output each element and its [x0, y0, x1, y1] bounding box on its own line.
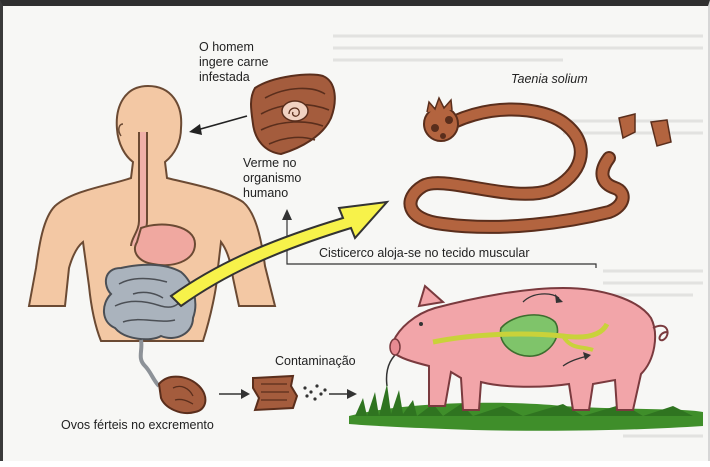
- label-man-ingests-meat: O homem ingere carne infestada: [199, 40, 269, 84]
- arrow-intestine-to-worm: [169, 200, 390, 308]
- tapeworm-taenia-solium: [403, 96, 672, 234]
- arrow-excrement-to-eggs: [219, 389, 250, 399]
- label-taenia-solium: Taenia solium: [511, 72, 588, 86]
- scattered-eggs: [303, 384, 327, 401]
- life-cycle-illustration: [27, 34, 703, 438]
- pig: [389, 284, 669, 411]
- label-fertile-eggs: Ovos férteis no excremento: [61, 418, 214, 432]
- excrement: [157, 375, 207, 414]
- infested-meat: [250, 73, 336, 156]
- label-contamination: Contaminação: [275, 354, 356, 368]
- egg-segment: [252, 374, 299, 412]
- digestive-tract: [130, 132, 197, 267]
- arrow-meat-to-human: [189, 115, 248, 135]
- arrow-eggs-to-grass: [329, 389, 357, 399]
- label-cysticercus: Cisticerco aloja-se no tecido muscular: [319, 246, 530, 260]
- grass: [349, 384, 703, 431]
- label-worm-in-human: Verme no organismo humano: [243, 156, 302, 200]
- intestines: [103, 263, 197, 388]
